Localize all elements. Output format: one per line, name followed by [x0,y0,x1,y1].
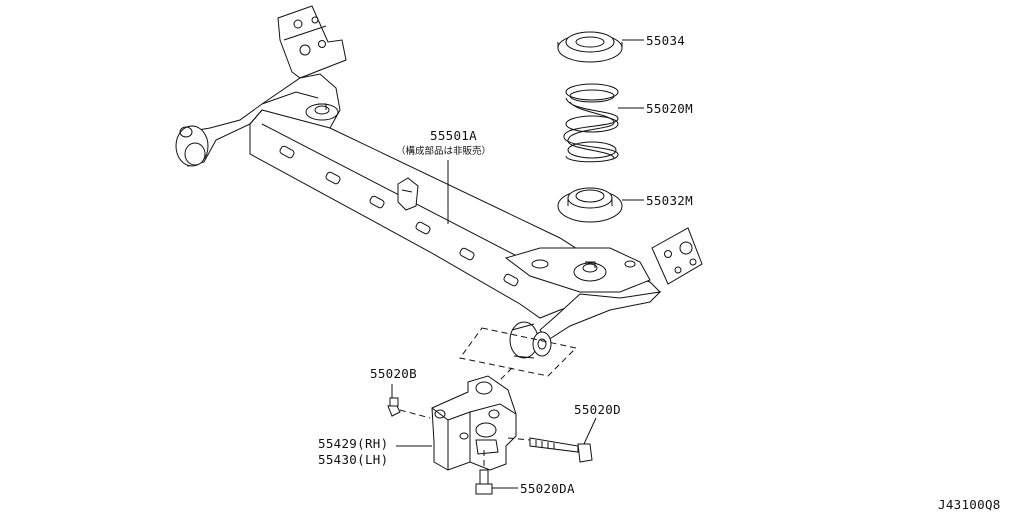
label-55020D: 55020D [574,402,621,417]
bolt-55020DA [475,450,493,495]
label-55501A: 55501A [430,128,477,143]
label-55429-rh: 55429(RH) [318,436,388,451]
label-55020DA: 55020DA [520,481,575,496]
bolt-55020D [507,437,593,463]
label-55032M: 55032M [646,193,693,208]
label-55034: 55034 [646,33,685,48]
label-55020M: 55020M [646,101,693,116]
spring-insulator-lower [557,187,623,223]
spring-insulator-upper [557,31,623,63]
leader-lines [391,39,644,489]
coil-spring [563,83,619,163]
mounting-bracket-drawing [431,375,517,471]
label-55430-lh: 55430(LH) [318,452,388,467]
diagram-code: J43100Q8 [938,497,1001,512]
bolt-55020B [387,397,431,419]
label-55501A-note: （構成部品は非販売） [396,145,491,157]
label-55020B: 55020B [370,366,417,381]
axle-beam-drawing [175,5,703,359]
